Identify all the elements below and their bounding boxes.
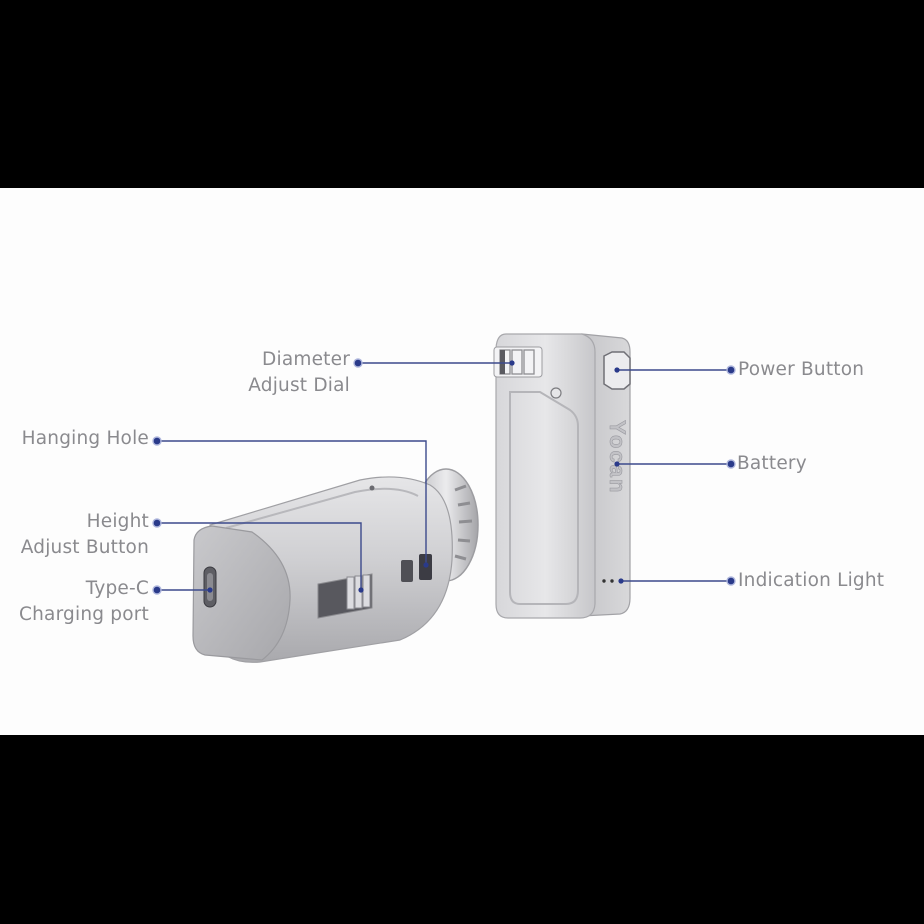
callout-label-height-adjust-button: Height Adjust Button bbox=[21, 509, 149, 561]
label-line: Height bbox=[86, 511, 149, 532]
label-line: Adjust Dial bbox=[248, 375, 350, 396]
callout-label-type-c-charging-port: Type-C Charging port bbox=[19, 576, 149, 628]
callout-dots bbox=[152, 358, 736, 595]
label-line: Battery bbox=[737, 453, 807, 474]
letterbox-bottom-bar bbox=[0, 735, 924, 924]
label-line: Charging port bbox=[18, 604, 149, 625]
callout-lines bbox=[157, 362, 731, 591]
brand-logo: Yocan bbox=[605, 420, 630, 494]
vertical-device: Yocan bbox=[493, 333, 631, 619]
label-line: Type-C bbox=[85, 578, 149, 599]
label-line: Indication Light bbox=[738, 570, 885, 591]
callout-label-diameter-adjust-dial: Diameter Adjust Dial bbox=[248, 347, 350, 399]
letterbox-top-bar bbox=[0, 0, 924, 188]
callout-label-power-button: Power Button bbox=[738, 357, 864, 383]
label-line: Diameter bbox=[262, 349, 350, 370]
product-diagram-panel bbox=[0, 188, 924, 735]
label-line: Hanging Hole bbox=[21, 428, 149, 449]
callout-label-indication-light: Indication Light bbox=[738, 568, 884, 594]
label-line: Power Button bbox=[738, 359, 865, 380]
callout-label-hanging-hole: Hanging Hole bbox=[22, 426, 149, 452]
horizontal-device bbox=[192, 468, 479, 663]
label-line: Adjust Button bbox=[20, 537, 149, 558]
callout-label-battery: Battery bbox=[737, 451, 807, 477]
